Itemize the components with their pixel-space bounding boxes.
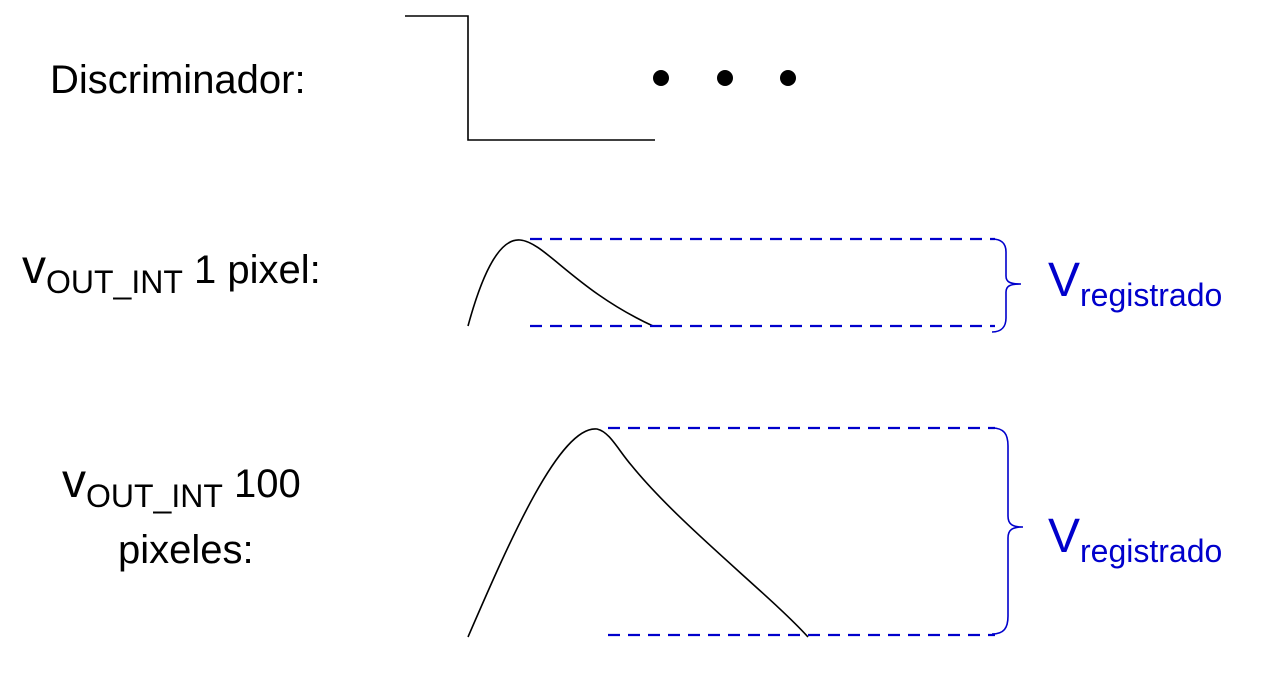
- registered-symbol-2: V: [1048, 510, 1081, 563]
- one-pixel-subscript: OUT_INT: [46, 264, 183, 300]
- discriminator-label: Discriminador:: [50, 58, 306, 102]
- hundred-pixels-line2: pixeles:: [118, 528, 254, 572]
- one-pixel-suffix: 1 pixel:: [182, 248, 321, 292]
- dot-3: [780, 70, 796, 86]
- registered-symbol-1: V: [1048, 254, 1081, 307]
- dot-2: [717, 70, 733, 86]
- discriminator-signal: [405, 15, 655, 141]
- hundred-pixels-subscript: OUT_INT: [86, 478, 223, 514]
- one-pixel-label: vOUT_INT 1 pixel:: [22, 241, 321, 299]
- one-pixel-symbol: v: [22, 241, 46, 294]
- brace-2: [991, 427, 1024, 635]
- pulse-1-pixel: [467, 239, 654, 327]
- dot-1: [653, 70, 669, 86]
- hundred-pixels-symbol: v: [62, 455, 86, 508]
- registered-subscript-2: registrado: [1080, 533, 1223, 569]
- registered-voltage-label-1: Vregistrado: [1048, 254, 1222, 312]
- pulse-100-pixels: [467, 428, 809, 638]
- ellipsis-dots: [653, 70, 796, 86]
- brace-1: [991, 238, 1022, 333]
- hundred-pixels-suffix: 100: [222, 462, 301, 506]
- registered-voltage-label-2: Vregistrado: [1048, 510, 1222, 568]
- registered-subscript-1: registrado: [1080, 277, 1223, 313]
- hundred-pixels-label: vOUT_INT 100: [62, 455, 301, 513]
